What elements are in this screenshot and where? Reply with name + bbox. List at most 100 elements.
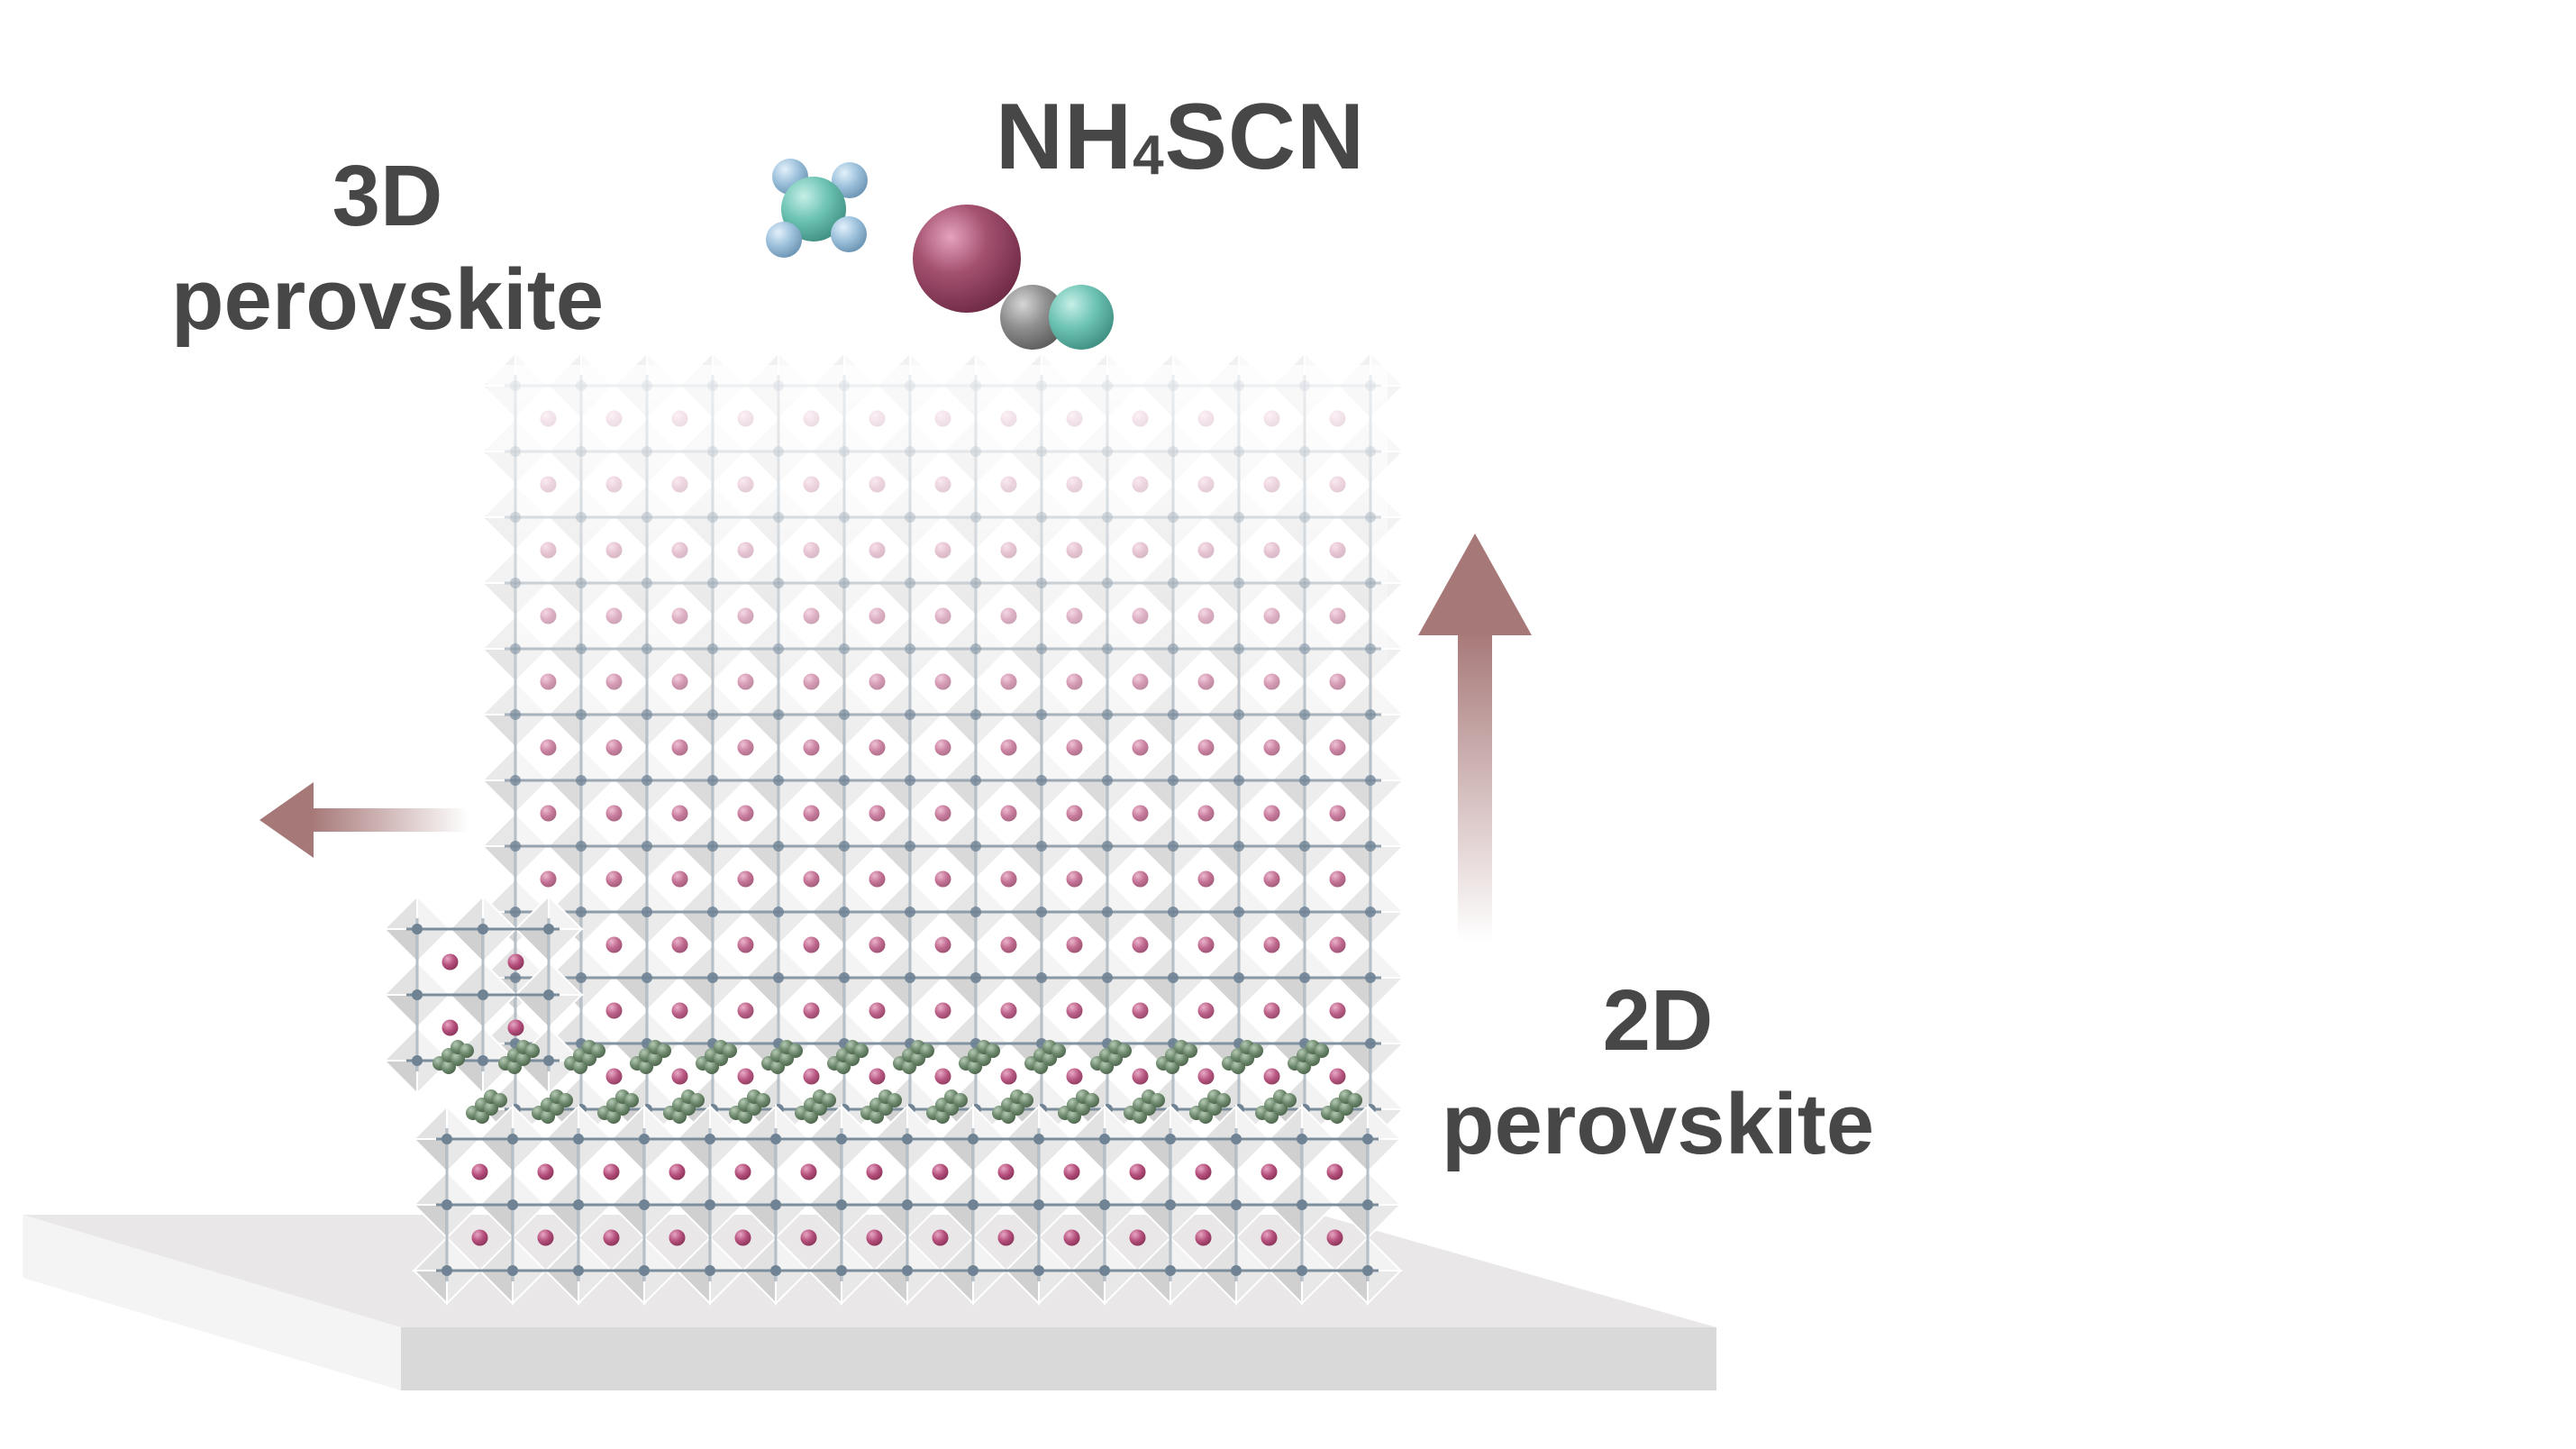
label-3d-line1: 3D (332, 148, 443, 244)
halide-node (576, 907, 587, 917)
a-site-cation (537, 1229, 554, 1246)
halide-node (639, 1134, 650, 1144)
halide-node (639, 1265, 650, 1276)
a-site-cation (1000, 936, 1017, 953)
a-site-cation (1329, 1002, 1346, 1019)
label-2d-perovskite: 2D perovskite (1388, 969, 1928, 1176)
halide-node (1299, 907, 1310, 917)
halide-node (968, 1199, 979, 1210)
halide-node (478, 924, 488, 934)
spacer-molecule-atom (788, 1043, 803, 1058)
octahedron (1335, 1008, 1406, 1079)
halide-node (507, 1134, 518, 1144)
octahedron (1004, 1104, 1074, 1174)
octahedron (1201, 1170, 1271, 1240)
spacer-molecule-atom (1085, 1093, 1099, 1107)
a-site-cation (507, 953, 524, 971)
halide-node (441, 1199, 452, 1210)
halide-node (1297, 1199, 1307, 1210)
halide-node (510, 972, 521, 983)
label-3d-perovskite: 3D perovskite (135, 144, 640, 351)
halide-node (1102, 907, 1113, 917)
octahedron (412, 1235, 482, 1306)
halide-node (1231, 1265, 1242, 1276)
a-site-cation (537, 1163, 554, 1180)
a-site-cation (1329, 936, 1346, 953)
formula-label-nh4scn: NH4SCN (946, 81, 1415, 194)
a-site-cation (869, 936, 886, 953)
a-site-cation (1263, 1002, 1280, 1019)
a-site-cation (800, 1163, 817, 1180)
octahedron (1333, 1104, 1403, 1174)
a-site-cation (866, 1229, 883, 1246)
spacer-molecule-atom (1019, 1093, 1033, 1107)
halide-node (705, 1199, 715, 1210)
hydrogen-atom (831, 216, 867, 252)
halide-node (507, 1199, 518, 1210)
octahedron (543, 1235, 614, 1306)
octahedron-face (1367, 1170, 1403, 1206)
a-site-cation (1195, 1229, 1212, 1246)
a-site-cation (1329, 870, 1346, 888)
a-site-cation (671, 870, 688, 888)
octahedron-face (412, 1138, 448, 1174)
a-site-cation (441, 1019, 459, 1036)
halide-node (707, 907, 718, 917)
octahedron-face (1370, 911, 1406, 947)
octahedron-face (412, 1170, 448, 1206)
halide-node (707, 972, 718, 983)
halide-node (1099, 1199, 1110, 1210)
spacer-molecule-atom (1282, 1093, 1297, 1107)
spacer-molecule-atom (1117, 1043, 1132, 1058)
a-site-cation (1063, 1163, 1080, 1180)
a-site-cation (1066, 936, 1083, 953)
octahedron (941, 877, 1011, 947)
a-site-cation (803, 1002, 820, 1019)
a-site-cation (605, 1002, 623, 1019)
a-site-cation (1261, 1229, 1278, 1246)
halide-node (839, 972, 850, 983)
halide-node (1165, 1134, 1176, 1144)
spacer-molecule-atom (986, 1043, 1000, 1058)
halide-node (642, 972, 652, 983)
a-site-cation (603, 1229, 620, 1246)
octahedron (1204, 1008, 1274, 1079)
a-site-cation (605, 870, 623, 888)
a-site-cation (671, 936, 688, 953)
halide-node (770, 1134, 781, 1144)
spacer-molecule-atom (1249, 1043, 1263, 1058)
spacer-molecule-atom (1151, 1093, 1165, 1107)
halide-node (770, 1199, 781, 1210)
a-site-cation (934, 936, 951, 953)
halide-node (773, 972, 784, 983)
a-site-cation (1329, 1068, 1346, 1085)
a-site-cation (1197, 1068, 1215, 1085)
spacer-molecule-atom (559, 1093, 573, 1107)
halide-node (773, 907, 784, 917)
octahedron (609, 1104, 679, 1174)
halide-node (1365, 972, 1376, 983)
a-site-cation (734, 1163, 751, 1180)
octahedron (872, 1170, 942, 1240)
halide-node (1099, 1265, 1110, 1276)
a-site-cation (603, 1163, 620, 1180)
octahedron-face (382, 1060, 418, 1096)
halide-node (412, 989, 423, 1000)
octahedron (675, 1170, 745, 1240)
a-site-cation (869, 1002, 886, 1019)
halide-node (576, 972, 587, 983)
halide-node (412, 924, 423, 934)
halide-node (970, 907, 981, 917)
a-site-cation (1197, 870, 1215, 888)
spacer-molecule-atom (624, 1093, 639, 1107)
a-site-cation (803, 936, 820, 953)
octahedron (543, 1170, 614, 1240)
a-site-cation (1000, 870, 1017, 888)
a-site-cation (1063, 1229, 1080, 1246)
octahedron (1270, 943, 1340, 1013)
a-site-cation (671, 1002, 688, 1019)
substrate-left-face (23, 1215, 401, 1390)
a-site-cation (471, 1163, 488, 1180)
spacer-molecule-atom (493, 1093, 507, 1107)
halide-node (1099, 1134, 1110, 1144)
